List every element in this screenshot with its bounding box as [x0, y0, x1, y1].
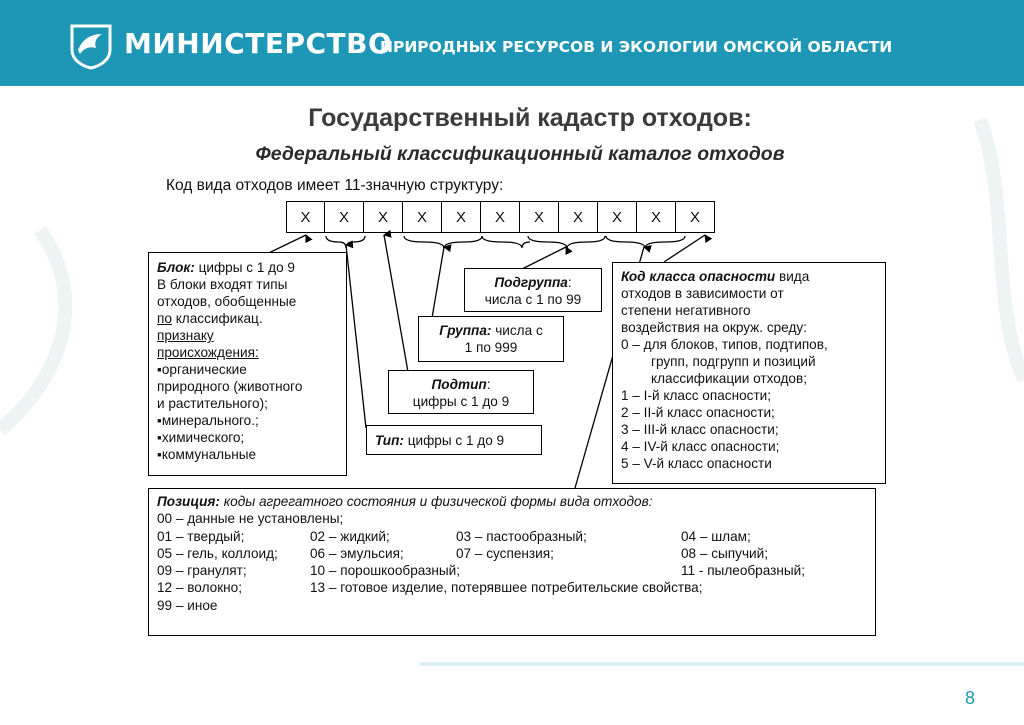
- code-digit: X: [637, 201, 676, 233]
- position-code: 02 – жидкий;: [310, 528, 390, 544]
- hazard-class: 3 – III-й класс опасности;: [621, 422, 779, 437]
- subgroup-line: числа с 1 по 99: [484, 292, 582, 307]
- position-code: 10 – порошкообразный;: [310, 563, 461, 579]
- code-digit: X: [598, 201, 637, 233]
- code-digit: X: [325, 201, 364, 233]
- type-title-rest: цифры с 1 до 9: [403, 433, 505, 448]
- hazard-title: Код класса опасности: [621, 269, 776, 284]
- code-digit: X: [559, 201, 598, 233]
- subtype-title: Подтип: [431, 377, 487, 392]
- arrow-hazard: [663, 234, 713, 263]
- intro-text: Код вида отходов имеет 11-значную структ…: [166, 177, 504, 194]
- code-digit: X: [403, 201, 442, 233]
- block-line-underlined: признаку: [157, 328, 214, 343]
- block-title-rest: цифры с 1 до 9: [194, 260, 295, 275]
- slide-title: Государственный кадастр отходов:: [308, 104, 752, 132]
- code-digit: X: [286, 201, 325, 233]
- hazard-title-rest: вида: [775, 269, 810, 284]
- position-code: 01 – твердый;: [157, 528, 245, 544]
- block-line: отходов, обобщенные: [157, 294, 297, 309]
- hazard-line: отходов в зависимости от: [621, 286, 784, 301]
- brand-main: МИНИСТЕРСТВО: [124, 27, 393, 60]
- block-item: ▪минерального.;: [157, 413, 259, 428]
- code-digit: X: [481, 201, 520, 233]
- position-code: 08 – сыпучий;: [681, 545, 769, 561]
- block-line: В блоки входят типы: [157, 277, 288, 292]
- hazard-line: воздействия на окруж. среду:: [621, 320, 807, 335]
- position-code: 07 – суспензия;: [456, 545, 554, 561]
- code-digit: X: [442, 201, 481, 233]
- arrow-subgroup: [519, 246, 573, 271]
- position-code: 99 – иное: [157, 597, 218, 613]
- hazard-class: 4 – IV-й класс опасности;: [621, 439, 780, 454]
- position-code: 06 – эмульсия;: [310, 545, 404, 561]
- subgroup-title-rest: :: [567, 275, 572, 290]
- position-title: Позиция:: [157, 494, 220, 509]
- position-code: 12 – волокно;: [157, 580, 243, 596]
- position-code: 11 - пылеобразный;: [681, 563, 806, 579]
- subtype-line: цифры с 1 до 9: [412, 394, 510, 409]
- position-code: 03 – пастообразный;: [456, 528, 587, 544]
- hazard-zero: 0 – для блоков, типов, подтипов,: [621, 337, 828, 352]
- hazard-class: 2 – II-й класс опасности;: [621, 405, 775, 420]
- position-title-rest: коды агрегатного состояния и физической …: [219, 494, 653, 509]
- page-number: 8: [965, 688, 976, 708]
- hazard-class: 1 – I-й класс опасности;: [621, 388, 772, 403]
- block-line-underlined: по: [157, 311, 172, 326]
- position-code: 13 – готовое изделие, потерявшее потреби…: [310, 580, 703, 596]
- group-title: Группа:: [439, 323, 492, 338]
- block-title: Блок:: [157, 260, 195, 275]
- position-code: 00 – данные не установлены;: [157, 511, 344, 527]
- type-box: Тип: цифры с 1 до 9: [366, 425, 542, 455]
- code-digit: X: [520, 201, 559, 233]
- block-line: классификац.: [171, 311, 263, 326]
- block-item: ▪органические: [157, 362, 247, 377]
- position-code: 04 – шлам;: [681, 528, 751, 544]
- subtype-box: Подтип: цифры с 1 до 9: [388, 370, 534, 414]
- position-code: 05 – гель, коллоид;: [157, 545, 278, 561]
- brace-subgroup: [527, 235, 606, 249]
- hazard-zero: классификации отходов;: [651, 371, 807, 386]
- arrow-group: [431, 244, 452, 319]
- type-title: Тип:: [375, 433, 404, 448]
- header-band: МИНИСТЕРСТВО ПРИРОДНЫХ РЕСУРСОВ И ЭКОЛОГ…: [0, 0, 1024, 86]
- position-code: 09 – гранулят;: [157, 563, 247, 579]
- code-digit: X: [676, 201, 715, 233]
- block-item: и растительного);: [157, 396, 268, 411]
- arrow-type: [345, 240, 367, 429]
- arrow-subtype: [383, 229, 409, 373]
- position-box: Позиция: коды агрегатного состояния и фи…: [148, 488, 876, 636]
- hazard-line: степени негативного: [621, 303, 751, 318]
- brace-group-1: [403, 235, 483, 249]
- block-box: Блок: цифры с 1 до 9 В блоки входят типы…: [148, 252, 347, 476]
- group-box: Группа: числа с 1 по 999: [418, 316, 564, 362]
- hazard-box: Код класса опасности вида отходов в зави…: [612, 262, 886, 484]
- group-line: 1 по 999: [464, 340, 518, 355]
- slide-subtitle: Федеральный классификационный каталог от…: [255, 143, 785, 165]
- brace-position: [605, 235, 686, 249]
- subgroup-title: Подгруппа: [494, 275, 568, 290]
- block-item: ▪химического;: [157, 430, 245, 445]
- subgroup-box: Подгруппа: числа с 1 по 99: [464, 268, 602, 312]
- hazard-class: 5 – V-й класс опасности: [621, 456, 772, 471]
- brace-group-2: [481, 235, 531, 249]
- block-item: природного (животного: [157, 379, 303, 394]
- block-line-underlined: происхождения:: [157, 345, 259, 360]
- subtype-title-rest: :: [486, 377, 491, 392]
- hazard-zero: групп, подгрупп и позиций: [651, 354, 816, 369]
- block-item: ▪коммунальные: [157, 447, 257, 462]
- brand-sub: ПРИРОДНЫХ РЕСУРСОВ И ЭКОЛОГИИ ОМСКОЙ ОБЛ…: [380, 38, 893, 56]
- group-title-rest: числа с: [491, 323, 543, 338]
- ministry-logo-icon: [70, 24, 112, 70]
